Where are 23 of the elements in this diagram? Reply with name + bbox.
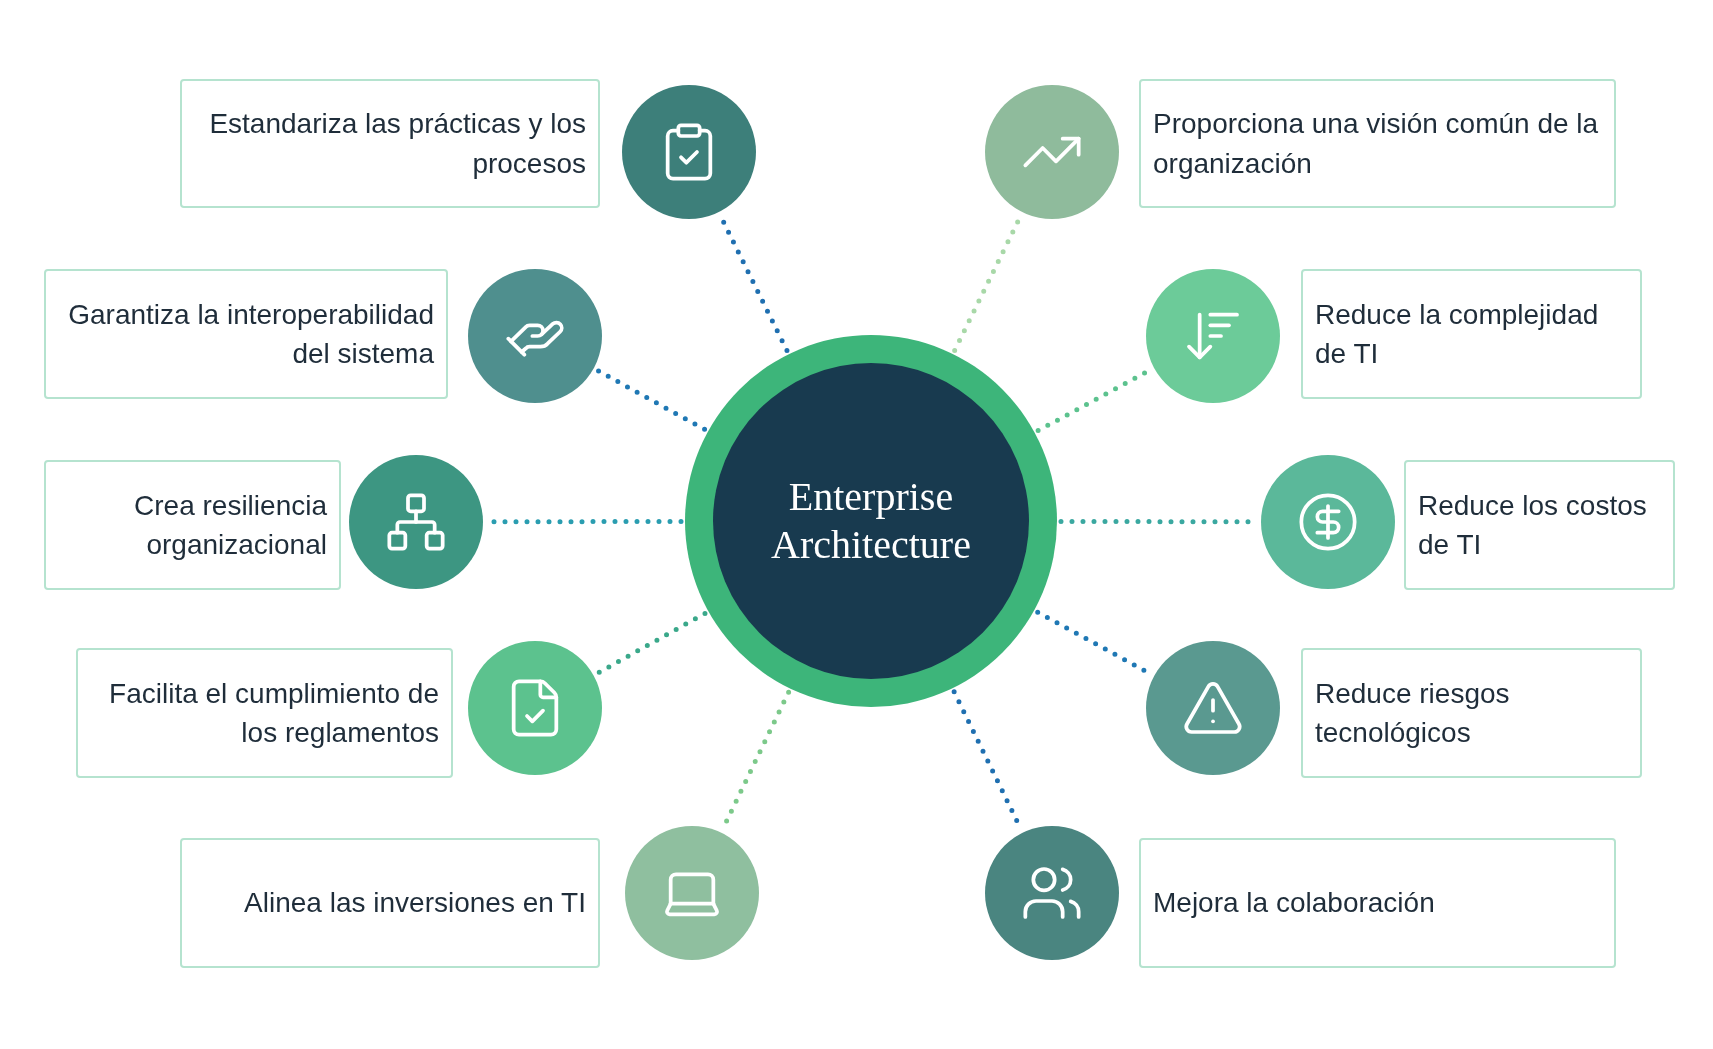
benefit-text: Reduce la complejidad de TI [1315,297,1600,371]
text-box [1139,79,1616,208]
text-box [1139,838,1616,968]
dotted-connector [594,610,708,676]
text-box [180,838,600,968]
benefit-text: Crea resiliencia organizacional [133,488,327,562]
text-box [1301,648,1642,778]
dotted-connector [594,367,708,432]
benefit-text: Alinea las inversiones en TI [244,886,586,921]
text-box [180,79,600,208]
text-box [44,269,448,399]
text-box [1301,269,1642,399]
benefit-text: Proporciona una visión común de la organización [1153,107,1600,181]
benefit-text: Facilita el cumplimiento de los reglamentos [108,676,439,750]
text-box [44,460,341,590]
benefit-text: Garantiza la interoperabilidad del sistema [67,297,434,371]
center-title: Enterprise Architecture [770,473,972,569]
text-box [1404,460,1675,590]
text-box [76,648,453,778]
benefit-text: Estandariza las prácticas y los procesos [208,107,586,181]
benefit-text: Reduce riesgos tecnológicos [1315,676,1511,750]
benefit-text: Reduce los costos de TI [1418,488,1648,562]
benefit-text: Mejora la colaboración [1153,886,1435,921]
